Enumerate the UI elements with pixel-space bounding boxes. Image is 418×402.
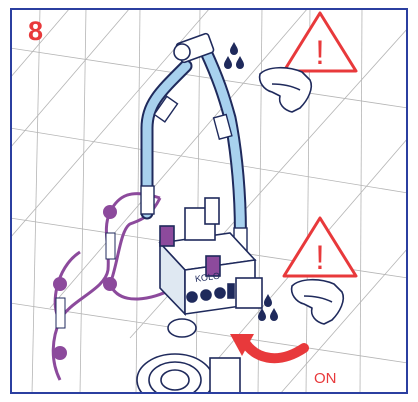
rotation-arrow-icon (230, 334, 309, 364)
brand-label: KOLO (194, 271, 220, 284)
warning-exclamation: ! (315, 239, 324, 277)
control-unit (158, 197, 263, 316)
tee-valve (173, 32, 215, 64)
step-panel: 8 ON (10, 8, 408, 394)
wire-connectors (53, 205, 117, 360)
drain-body (136, 318, 241, 394)
hand-icon (258, 66, 313, 113)
water-drops-icon (224, 42, 244, 69)
hand-icon (290, 278, 345, 325)
water-drops-icon (258, 294, 278, 321)
hose-left (140, 59, 193, 220)
on-label: ON (314, 370, 337, 387)
hose-right (199, 45, 247, 260)
installation-illustration: KOLO ! (10, 8, 408, 394)
panel-border (10, 8, 408, 394)
warning-triangle-icon: ! (282, 11, 358, 73)
warning-exclamation: ! (315, 34, 324, 72)
warning-triangle-icon: ! (282, 216, 358, 278)
step-number: 8 (28, 16, 44, 46)
